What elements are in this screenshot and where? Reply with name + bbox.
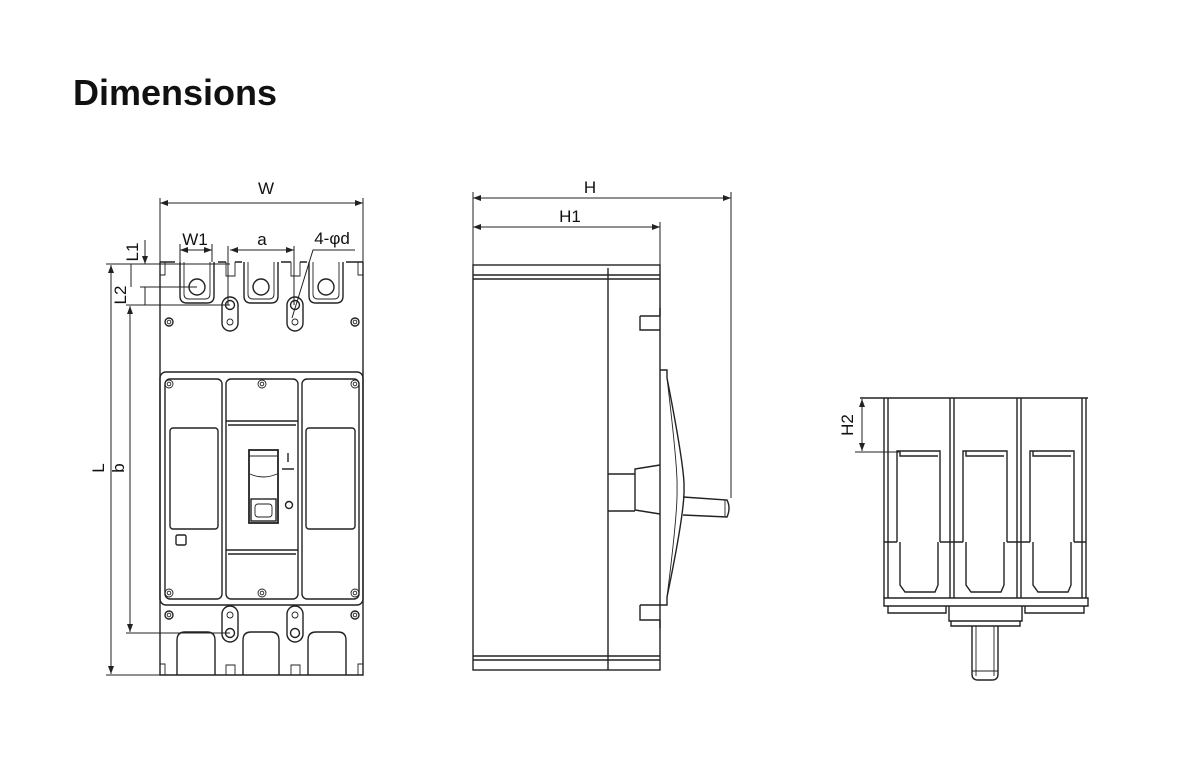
operating-handle	[248, 449, 279, 524]
mounting-holes-top	[164, 296, 360, 332]
dim-label-l1: L1	[123, 243, 142, 262]
end-body-outline	[883, 398, 1087, 598]
dim-label-a: a	[257, 230, 267, 249]
side-dimensions: H H1	[472, 178, 732, 498]
dim-label-w: W	[258, 179, 274, 198]
front-dimensions: W W1 a 4-φd L1 L2 L b	[89, 179, 364, 676]
end-handle-stem	[971, 626, 999, 681]
bottom-terminals	[160, 605, 363, 675]
dim-label-w1: W1	[182, 230, 208, 249]
front-body-outline	[159, 262, 364, 676]
dim-label-l2: L2	[111, 286, 130, 305]
end-terminal-slots	[884, 450, 1086, 593]
dim-label-hole-diameter: 4-φd	[314, 229, 350, 248]
top-terminals	[160, 262, 363, 304]
test-button	[284, 500, 294, 510]
dim-label-h1: H1	[559, 207, 581, 226]
front-cover	[159, 371, 364, 606]
dim-label-h2: H2	[838, 414, 857, 436]
side-view: H H1	[472, 178, 732, 671]
indicator-square	[175, 534, 187, 546]
side-handle	[608, 369, 730, 606]
side-body-outline	[472, 264, 661, 671]
right-window	[305, 427, 356, 530]
dim-label-b: b	[109, 463, 128, 472]
on-symbol	[282, 453, 294, 470]
dim-label-h: H	[584, 178, 596, 197]
front-view: W W1 a 4-φd L1 L2 L b	[89, 179, 364, 676]
dim-label-l: L	[89, 463, 108, 472]
end-view: H2	[838, 397, 1089, 681]
page-title: Dimensions	[73, 72, 278, 113]
left-window	[169, 427, 219, 530]
end-dimensions: H2	[838, 399, 900, 453]
